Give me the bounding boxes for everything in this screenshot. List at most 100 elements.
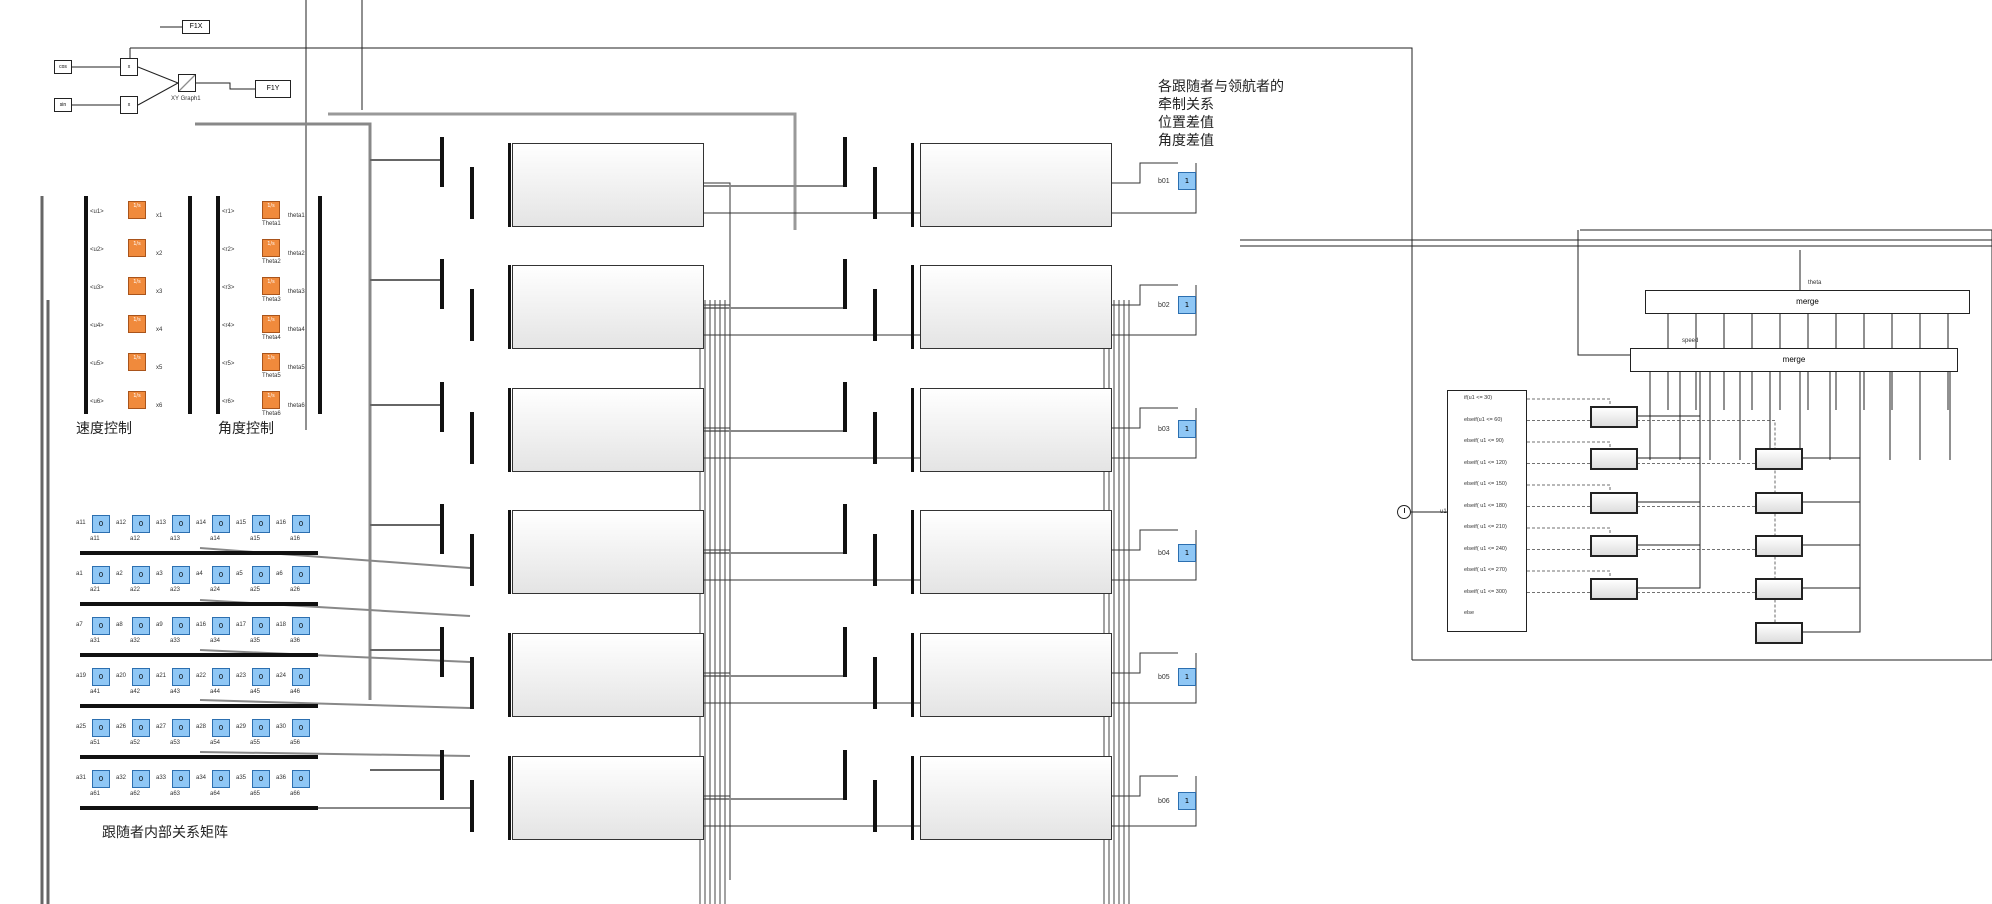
mux-bus[interactable]: [873, 289, 877, 341]
matrix-constant-block[interactable]: 0: [252, 719, 270, 737]
controller-subsystem[interactable]: [512, 510, 704, 594]
signal-line[interactable]: [196, 82, 255, 90]
matrix-constant-block[interactable]: 0: [292, 617, 310, 635]
demux-bus[interactable]: [911, 265, 914, 349]
matrix-row-bus[interactable]: [80, 704, 318, 708]
matrix-constant-block[interactable]: 0: [132, 515, 150, 533]
action-subsystem[interactable]: [1755, 622, 1803, 644]
signal-line[interactable]: [199, 699, 471, 709]
product-block-2[interactable]: x: [120, 96, 138, 114]
matrix-constant-block[interactable]: 0: [92, 719, 110, 737]
speed-output-bus[interactable]: [188, 196, 192, 414]
controller-subsystem[interactable]: [512, 756, 704, 840]
demux-bus[interactable]: [508, 633, 511, 717]
matrix-constant-block[interactable]: 0: [252, 617, 270, 635]
mux-bus[interactable]: [470, 412, 474, 464]
action-subsystem[interactable]: [1590, 448, 1638, 470]
matrix-constant-block[interactable]: 0: [132, 719, 150, 737]
integrator-block[interactable]: 1/s: [128, 353, 146, 371]
controller-subsystem[interactable]: [920, 388, 1112, 472]
signal-line[interactable]: [328, 112, 797, 230]
leader-gain-block[interactable]: 1: [1178, 792, 1196, 810]
signal-line[interactable]: [540, 285, 1197, 336]
matrix-constant-block[interactable]: 0: [132, 617, 150, 635]
matrix-row-bus[interactable]: [80, 653, 318, 657]
mux-bus[interactable]: [843, 382, 847, 432]
merge-block-bottom[interactable]: merge: [1630, 348, 1958, 372]
mux-bus[interactable]: [873, 780, 877, 832]
product-block-1[interactable]: x: [120, 58, 138, 76]
matrix-constant-block[interactable]: 0: [292, 515, 310, 533]
action-subsystem[interactable]: [1755, 448, 1803, 470]
matrix-constant-block[interactable]: 0: [292, 668, 310, 686]
controller-subsystem[interactable]: [512, 265, 704, 349]
leader-gain-block[interactable]: 1: [1178, 544, 1196, 562]
integrator-block[interactable]: 1/s: [128, 239, 146, 257]
controller-subsystem[interactable]: [920, 265, 1112, 349]
cos-block[interactable]: cos: [54, 60, 72, 74]
merge-block-top[interactable]: merge: [1645, 290, 1970, 314]
action-subsystem[interactable]: [1590, 578, 1638, 600]
mux-bus[interactable]: [873, 167, 877, 219]
matrix-row-bus[interactable]: [80, 602, 318, 606]
matrix-row-bus[interactable]: [80, 551, 318, 555]
action-signal-line[interactable]: [1527, 398, 1611, 406]
action-subsystem[interactable]: [1755, 578, 1803, 600]
angle-input-bus[interactable]: [216, 196, 220, 414]
signal-line[interactable]: [704, 549, 731, 880]
mux-bus[interactable]: [470, 780, 474, 832]
speed-input-bus[interactable]: [84, 196, 88, 414]
demux-bus[interactable]: [911, 143, 914, 227]
controller-subsystem[interactable]: [512, 388, 704, 472]
signal-line[interactable]: [704, 304, 731, 880]
signal-line[interactable]: [137, 66, 179, 84]
action-signal-line[interactable]: [1527, 463, 1776, 493]
integrator-block[interactable]: 1/s: [128, 277, 146, 295]
theta-integrator-block[interactable]: 1/s: [262, 201, 280, 219]
mux-bus[interactable]: [873, 412, 877, 464]
signal-line[interactable]: [540, 776, 1197, 827]
demux-bus[interactable]: [508, 510, 511, 594]
mux-bus[interactable]: [440, 382, 444, 432]
signal-line[interactable]: [704, 672, 731, 880]
matrix-constant-block[interactable]: 0: [252, 515, 270, 533]
signal-line[interactable]: [1638, 372, 1701, 459]
integrator-block[interactable]: 1/s: [128, 201, 146, 219]
controller-subsystem[interactable]: [920, 510, 1112, 594]
theta-integrator-block[interactable]: 1/s: [262, 239, 280, 257]
leader-gain-block[interactable]: 1: [1178, 296, 1196, 314]
clock-icon[interactable]: [1397, 505, 1411, 519]
action-signal-line[interactable]: [1527, 506, 1776, 536]
matrix-constant-block[interactable]: 0: [172, 617, 190, 635]
controller-subsystem[interactable]: [920, 756, 1112, 840]
matrix-constant-block[interactable]: 0: [92, 515, 110, 533]
demux-bus[interactable]: [508, 265, 511, 349]
action-signal-line[interactable]: [1527, 592, 1776, 623]
angle-output-bus[interactable]: [318, 196, 322, 414]
f1y-block[interactable]: F1Y: [255, 80, 291, 98]
action-subsystem[interactable]: [1755, 535, 1803, 557]
demux-bus[interactable]: [911, 756, 914, 840]
leader-gain-block[interactable]: 1: [1178, 668, 1196, 686]
signal-line[interactable]: [199, 649, 471, 663]
mux-bus[interactable]: [440, 137, 444, 187]
matrix-constant-block[interactable]: 0: [172, 566, 190, 584]
matrix-constant-block[interactable]: 0: [212, 770, 230, 788]
mux-bus[interactable]: [843, 259, 847, 309]
signal-line[interactable]: [1803, 372, 1861, 633]
action-signal-line[interactable]: [1527, 549, 1776, 579]
matrix-constant-block[interactable]: 0: [292, 566, 310, 584]
signal-line[interactable]: [540, 530, 1197, 581]
signal-line[interactable]: [704, 795, 731, 880]
signal-line[interactable]: [1412, 229, 1992, 661]
signal-line[interactable]: [199, 751, 471, 757]
mux-bus[interactable]: [873, 657, 877, 709]
signal-line[interactable]: [540, 408, 1197, 459]
signal-line[interactable]: [1803, 372, 1861, 589]
integrator-block[interactable]: 1/s: [128, 315, 146, 333]
mux-bus[interactable]: [440, 259, 444, 309]
matrix-constant-block[interactable]: 0: [92, 566, 110, 584]
theta-integrator-block[interactable]: 1/s: [262, 391, 280, 409]
theta-integrator-block[interactable]: 1/s: [262, 353, 280, 371]
matrix-constant-block[interactable]: 0: [212, 617, 230, 635]
